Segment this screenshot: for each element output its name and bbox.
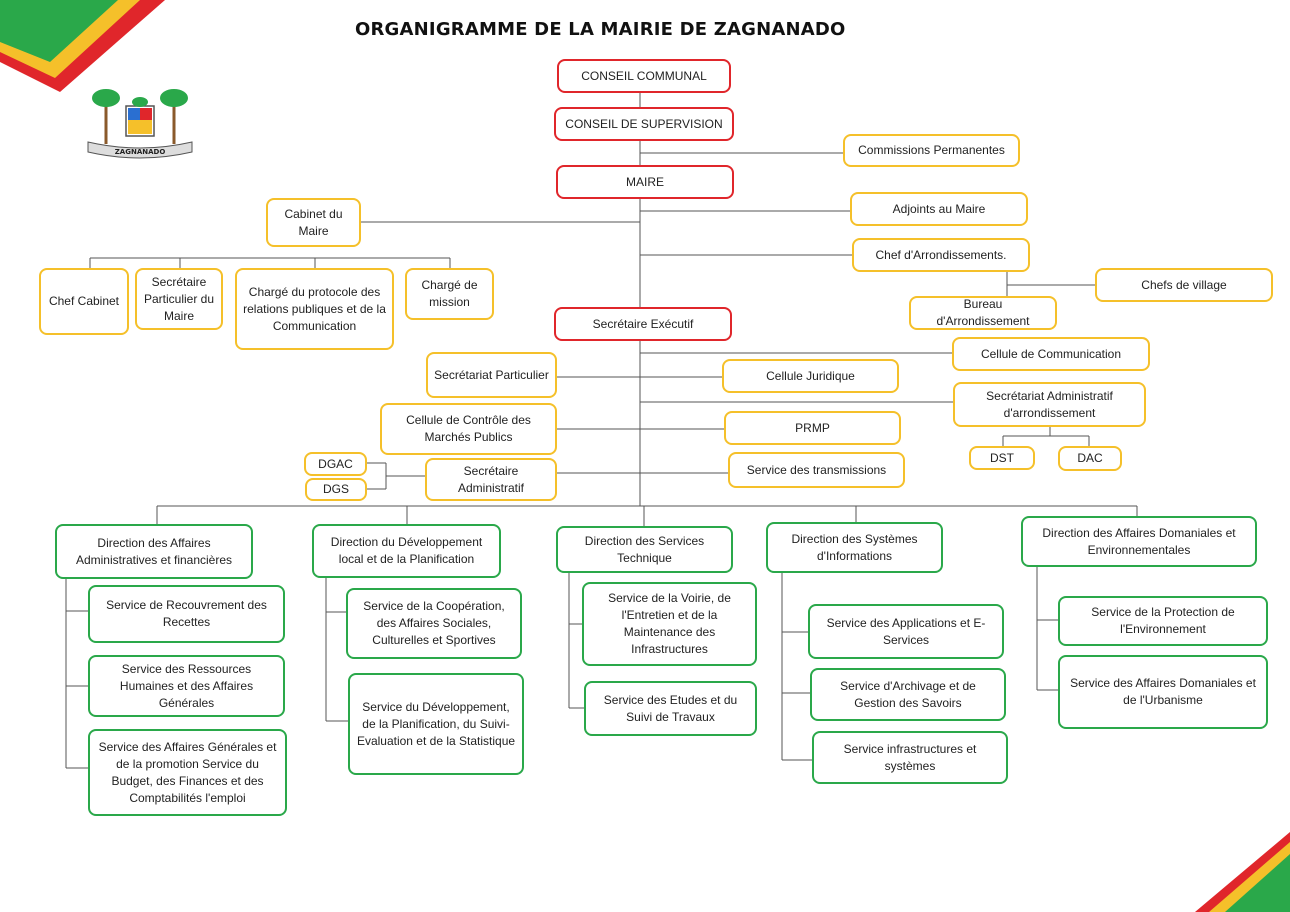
adjoints-maire-box: Adjoints au Maire (850, 192, 1028, 226)
secretariat-particulier-box: Secrétariat Particulier (426, 352, 557, 398)
service-infrastructures-systemes-box: Service infrastructures et systèmes (812, 731, 1008, 784)
flag-corner-top-left (0, 0, 165, 92)
dgs-box: DGS (305, 478, 367, 501)
service-protection-environnement-box: Service de la Protection de l'Environnem… (1058, 596, 1268, 646)
flag-corner-bottom-right (1195, 832, 1290, 912)
dst-box: DST (969, 446, 1035, 470)
commissions-permanentes-box: Commissions Permanentes (843, 134, 1020, 167)
direction-affaires-domaniales-box: Direction des Affaires Domaniales et Env… (1021, 516, 1257, 567)
service-voirie-box: Service de la Voirie, de l'Entretien et … (582, 582, 757, 666)
direction-affaires-administratives-box: Direction des Affaires Administratives e… (55, 524, 253, 579)
chef-arrondissements-box: Chef d'Arrondissements. (852, 238, 1030, 272)
secretariat-admin-arrondissement-box: Secrétariat Administratif d'arrondisseme… (953, 382, 1146, 427)
secretaire-particulier-maire-box: Secrétaire Particulier du Maire (135, 268, 223, 330)
cellule-juridique-box: Cellule Juridique (722, 359, 899, 393)
chefs-village-box: Chefs de village (1095, 268, 1273, 302)
service-ressources-humaines-box: Service des Ressources Humaines et des A… (88, 655, 285, 717)
service-developpement-planification-box: Service du Développement, de la Planific… (348, 673, 524, 775)
cellule-communication-box: Cellule de Communication (952, 337, 1150, 371)
secretaire-executif-box: Secrétaire Exécutif (554, 307, 732, 341)
charge-protocole-box: Chargé du protocole des relations publiq… (235, 268, 394, 350)
direction-services-technique-box: Direction des Services Technique (556, 526, 733, 573)
direction-systemes-informations-box: Direction des Systèmes d'Informations (766, 522, 943, 573)
zagnanado-coat-of-arms-logo: ZAGNANADO (87, 89, 193, 159)
chef-cabinet-box: Chef Cabinet (39, 268, 129, 335)
prmp-box: PRMP (724, 411, 901, 445)
cabinet-maire-box: Cabinet du Maire (266, 198, 361, 247)
conseil-communal-box: CONSEIL COMMUNAL (557, 59, 731, 93)
service-affaires-domaniales-urbanisme-box: Service des Affaires Domaniales et de l'… (1058, 655, 1268, 729)
service-recouvrement-recettes-box: Service de Recouvrement des Recettes (88, 585, 285, 643)
service-cooperation-box: Service de la Coopération, des Affaires … (346, 588, 522, 659)
conseil-supervision-box: CONSEIL DE SUPERVISION (554, 107, 734, 141)
service-etudes-suivi-box: Service des Etudes et du Suivi de Travau… (584, 681, 757, 736)
direction-developpement-local-box: Direction du Développement local et de l… (312, 524, 501, 578)
maire-box: MAIRE (556, 165, 734, 199)
secretaire-administratif-box: Secrétaire Administratif (425, 458, 557, 501)
cellule-controle-marches-box: Cellule de Contrôle des Marchés Publics (380, 403, 557, 455)
service-applications-eservices-box: Service des Applications et E-Services (808, 604, 1004, 659)
service-archivage-box: Service d'Archivage et de Gestion des Sa… (810, 668, 1006, 721)
dac-box: DAC (1058, 446, 1122, 471)
service-transmissions-box: Service des transmissions (728, 452, 905, 488)
logo-text: ZAGNANADO (115, 148, 166, 156)
dgac-box: DGAC (304, 452, 367, 476)
bureau-arrondissement-box: Bureau d'Arrondissement (909, 296, 1057, 330)
page-title: ORGANIGRAMME DE LA MAIRIE DE ZAGNANADO (355, 19, 846, 40)
service-affaires-generales-budget-box: Service des Affaires Générales et de la … (88, 729, 287, 816)
charge-mission-box: Chargé de mission (405, 268, 494, 320)
